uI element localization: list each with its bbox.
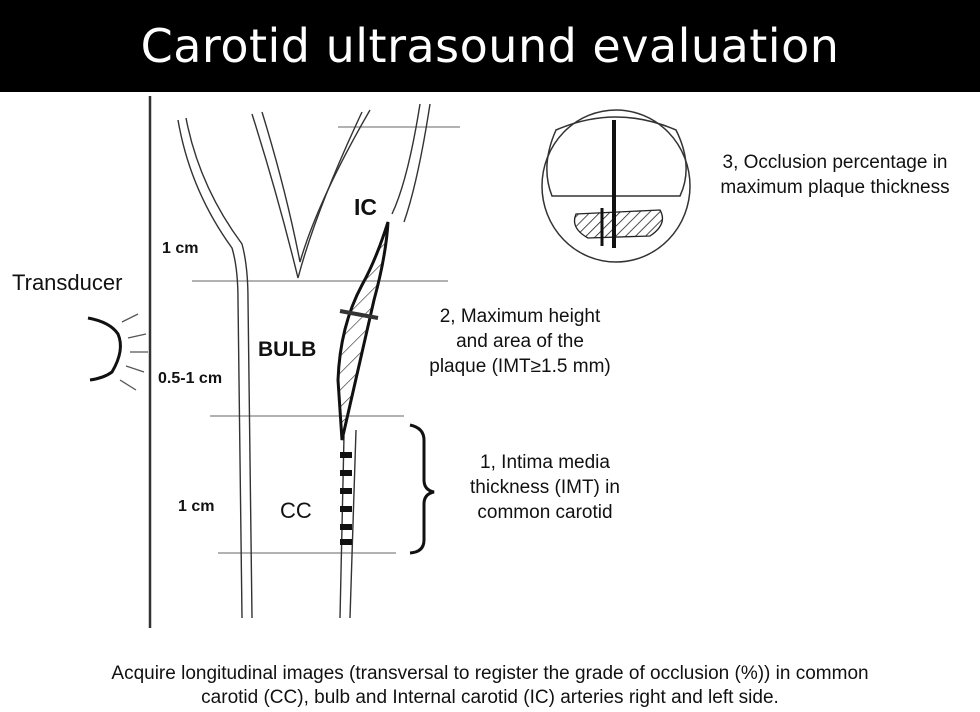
cc-label: CC <box>280 498 312 524</box>
footer-caption: Acquire longitudinal images (transversal… <box>0 662 980 710</box>
ic-label: IC <box>354 194 377 221</box>
cross-section <box>542 110 690 262</box>
segment-bulb-length: 0.5-1 cm <box>158 370 222 388</box>
bulb-label: BULB <box>258 338 316 362</box>
page-title: Carotid ultrasound evaluation <box>141 19 840 73</box>
segment-ic-length: 1 cm <box>162 240 198 258</box>
step1-note: 1, Intima media thickness (IMT) in commo… <box>440 450 650 525</box>
transducer-label: Transducer <box>12 270 122 296</box>
step3-note: 3, Occlusion percentage in maximum plaqu… <box>694 150 976 200</box>
bracket-icon <box>410 425 434 553</box>
imt-marks <box>340 455 352 542</box>
plaque <box>338 222 388 440</box>
title-bar: Carotid ultrasound evaluation <box>0 0 980 92</box>
step2-note: 2, Maximum height and area of the plaque… <box>400 304 640 379</box>
transducer-icon <box>88 314 148 390</box>
carotid-diagram: Transducer IC BULB CC 1 cm 0.5-1 cm 1 cm… <box>0 92 980 652</box>
segment-cc-length: 1 cm <box>178 498 214 516</box>
